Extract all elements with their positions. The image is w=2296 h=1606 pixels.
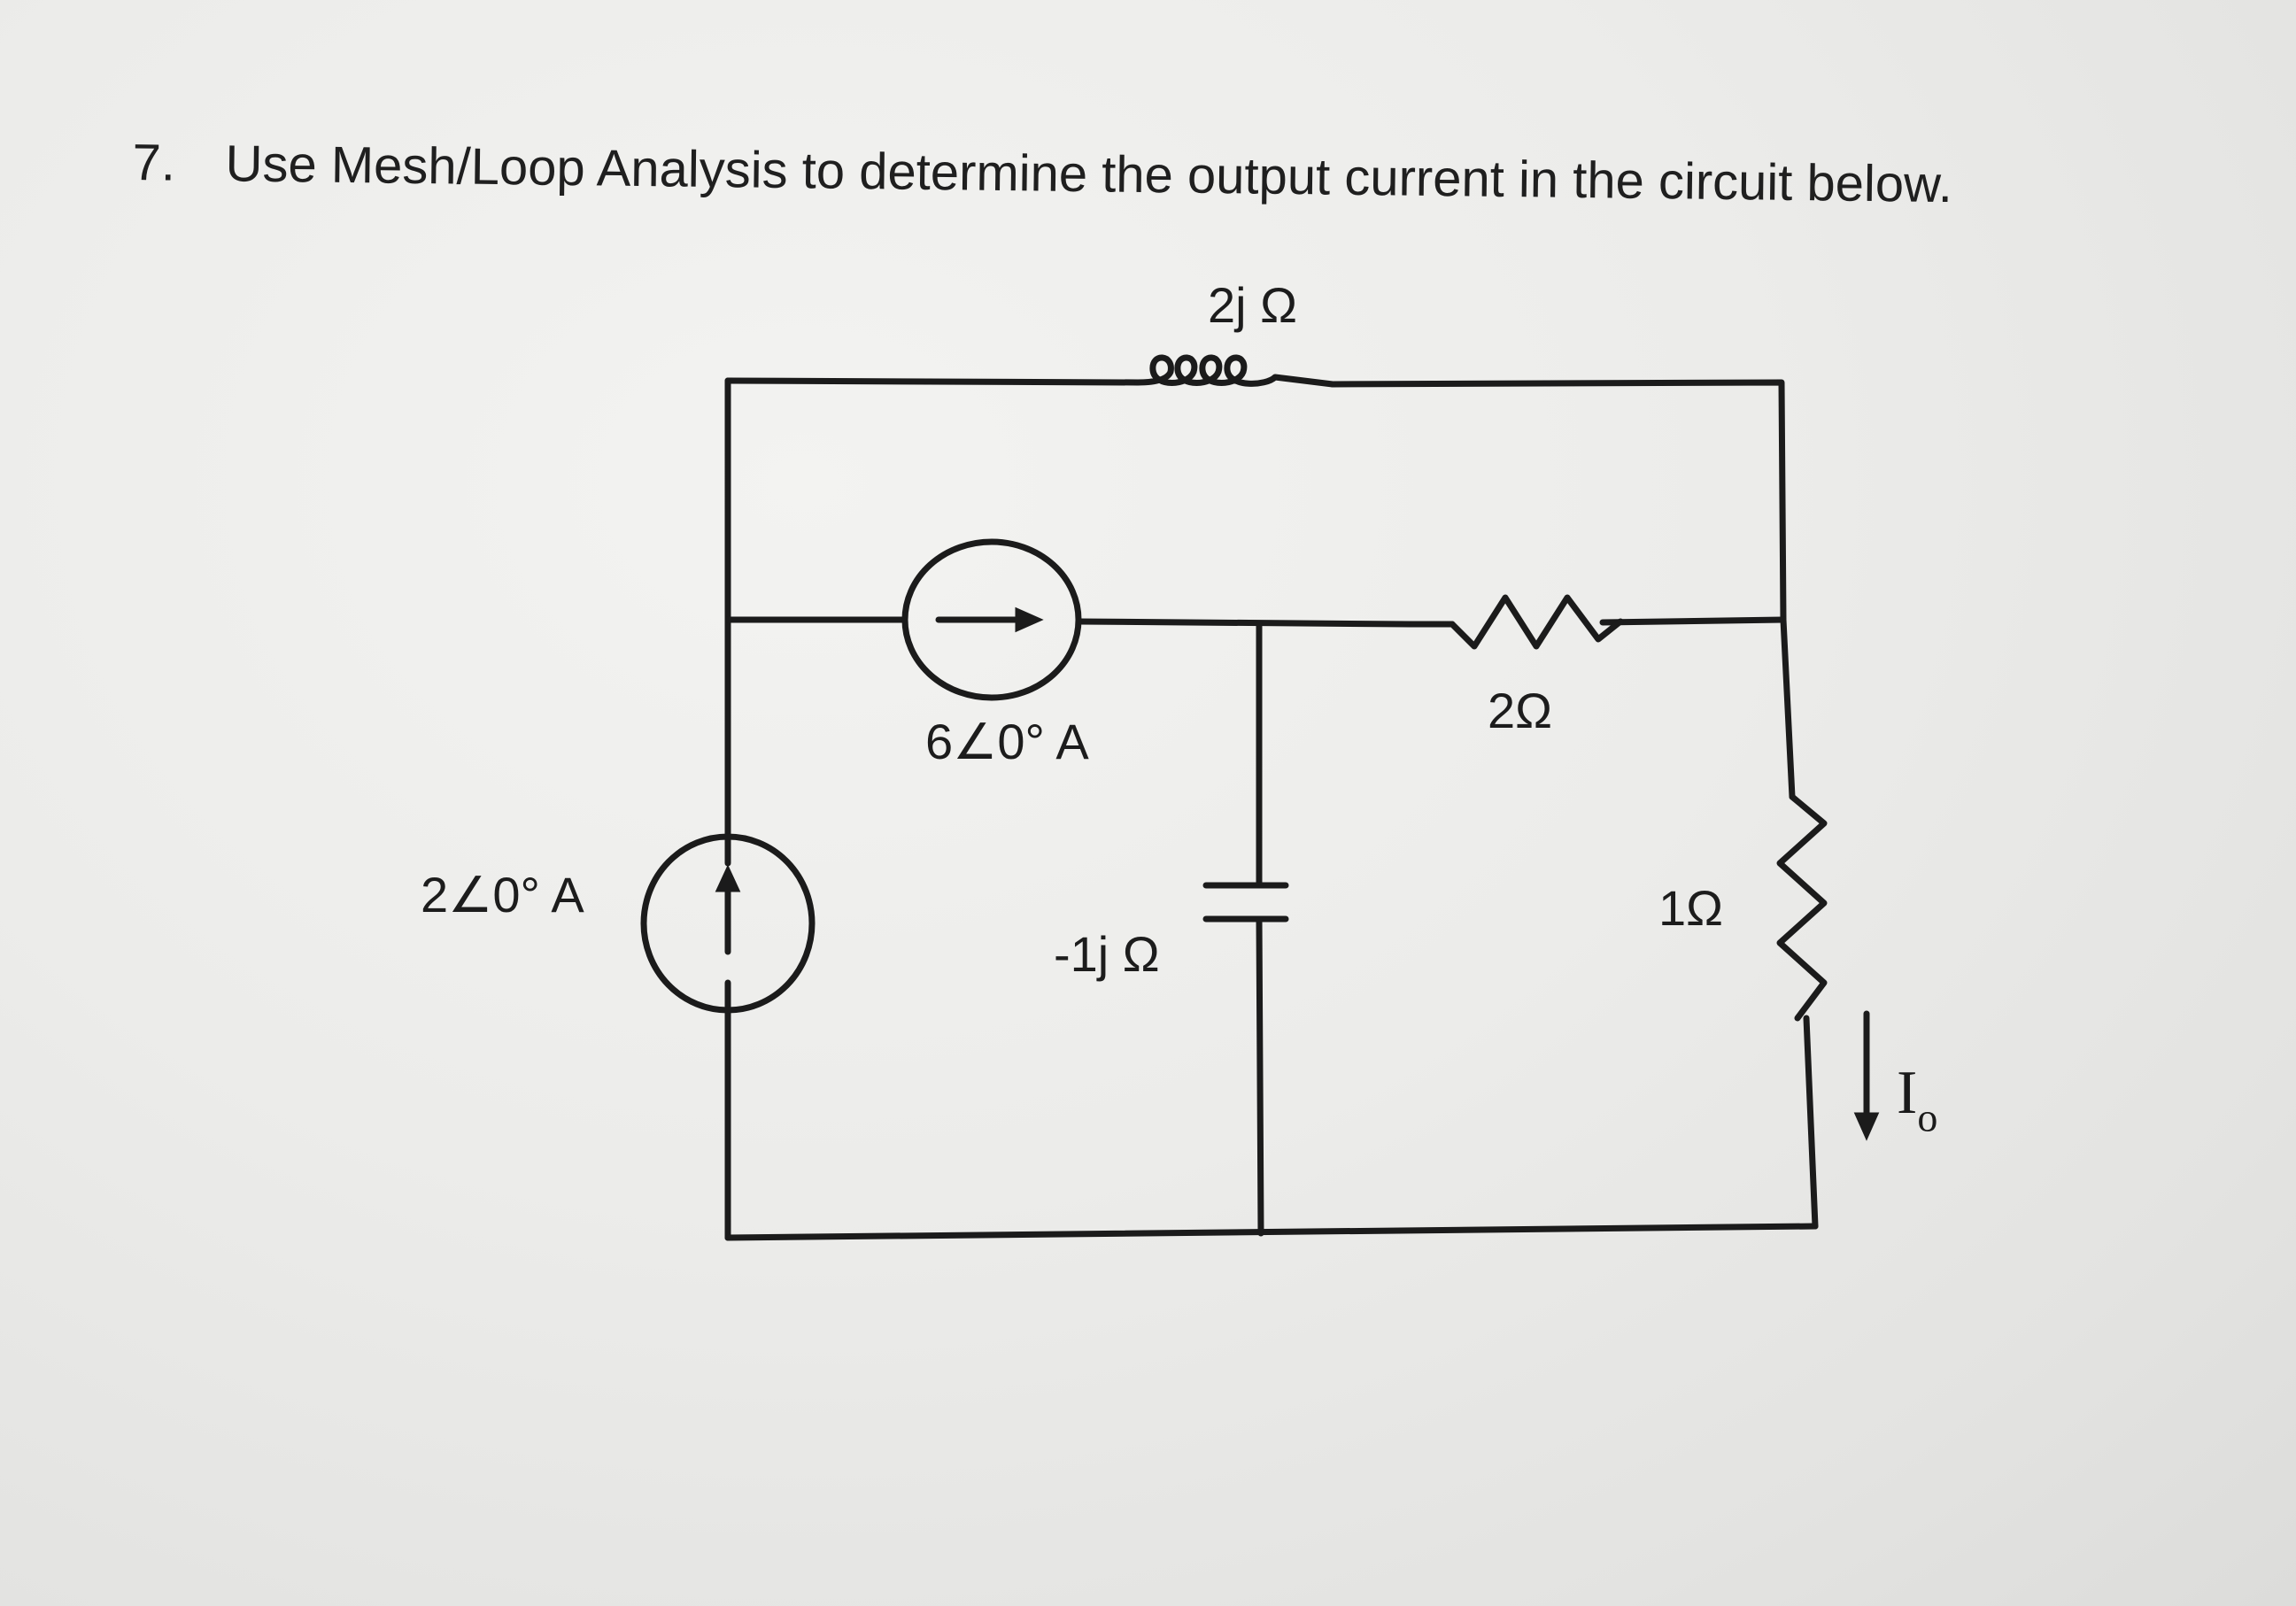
top-wire-left bbox=[724, 377, 1141, 386]
arrow-down-head bbox=[1853, 1112, 1880, 1141]
arrow-right-head bbox=[1015, 606, 1044, 633]
current-source-2-label: 2∠0° A bbox=[421, 867, 584, 923]
current-source-2-circle bbox=[640, 833, 816, 1014]
resistor-1ohm-label: 1Ω bbox=[1658, 880, 1724, 936]
top-wire-right bbox=[1329, 379, 1787, 623]
resistor-1ohm-zigzag bbox=[1776, 793, 1828, 1022]
capacitor-label: -1j Ω bbox=[1054, 926, 1160, 982]
current-source-6-circle bbox=[901, 538, 1082, 701]
inductor-label: 2j Ω bbox=[1208, 277, 1298, 333]
output-current-label: Io bbox=[1897, 1058, 1937, 1141]
right-wire-lower bbox=[1803, 1015, 1819, 1230]
resistor-2ohm-zigzag bbox=[1409, 594, 1624, 650]
resistor-2ohm-label: 2Ω bbox=[1488, 683, 1553, 738]
capacitor-branch-bottom bbox=[1256, 915, 1264, 1237]
middle-wire-right bbox=[1599, 616, 1787, 626]
middle-wire-center bbox=[1075, 618, 1456, 628]
inductor-coil bbox=[1134, 354, 1336, 388]
output-current-symbol: I bbox=[1897, 1059, 1918, 1127]
current-source-6-label: 6∠0° A bbox=[925, 714, 1089, 769]
output-current-subscript: o bbox=[1917, 1094, 1938, 1140]
right-wire-upper bbox=[1780, 616, 1796, 800]
arrow-up-head bbox=[715, 864, 741, 892]
bottom-wire bbox=[724, 1223, 1819, 1241]
